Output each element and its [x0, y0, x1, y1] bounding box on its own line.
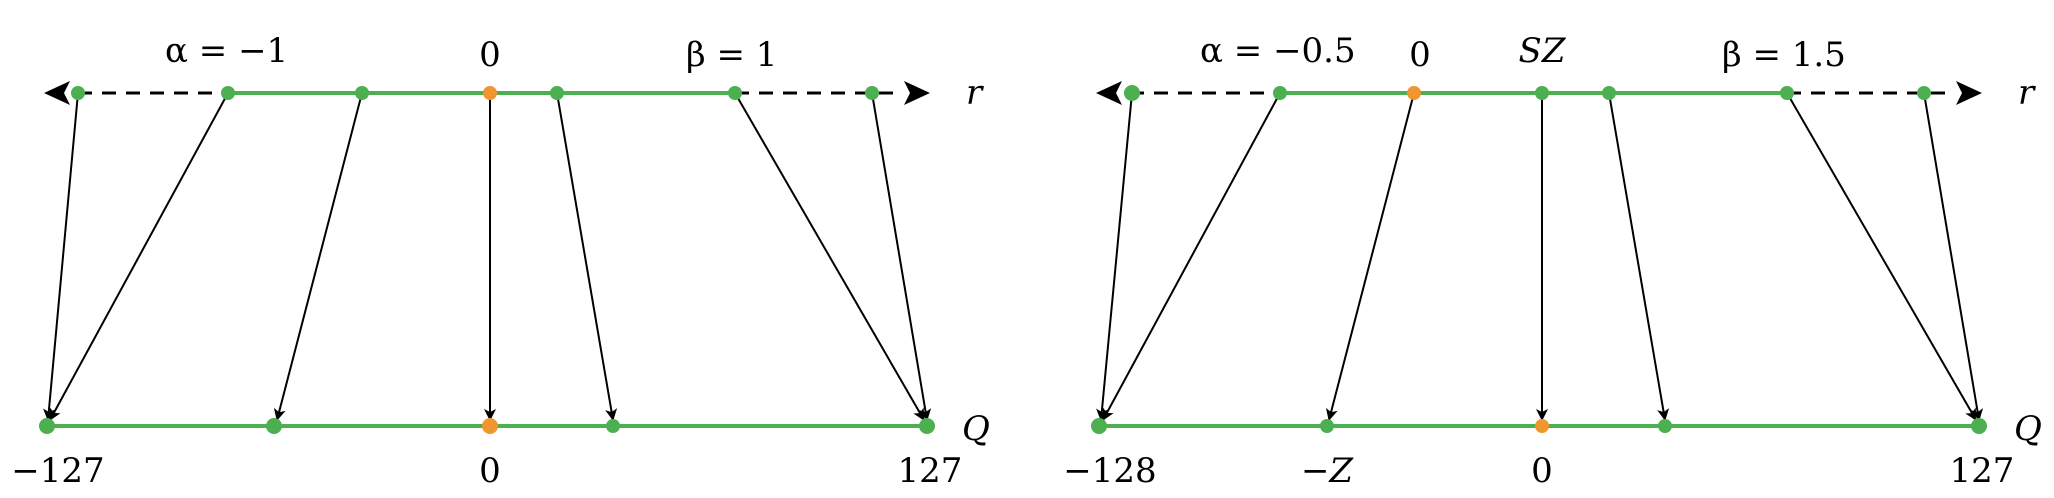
right-r-point-sz — [1535, 86, 1549, 100]
right-zero-top-label: 0 — [1409, 35, 1431, 75]
left-q-axis-label: Q — [962, 409, 990, 449]
left-arrow-2 — [49, 92, 229, 421]
left-arrow-1 — [43, 92, 79, 421]
right-arrow-1 — [1096, 92, 1133, 421]
right-q-max-label: 127 — [1950, 451, 2015, 491]
right-panel-asymmetric: α = −0.5 0 SZ β = 1.5 r Q −128 −Z 0 127 — [1063, 31, 2042, 491]
left-zero-top-label: 0 — [479, 35, 501, 75]
left-q-min-label: −127 — [11, 451, 104, 491]
left-r-point-4 — [550, 86, 564, 100]
left-q-max-label: 127 — [898, 451, 963, 491]
left-r-point-alpha — [221, 86, 235, 100]
left-r-point-zero — [483, 86, 497, 100]
left-r-point-beta — [728, 86, 742, 100]
right-arrow-5 — [1608, 92, 1670, 421]
right-r-point-5 — [1602, 86, 1616, 100]
left-arrow-7 — [871, 92, 932, 421]
left-q-point-2 — [266, 418, 282, 434]
left-arrow-5 — [556, 92, 618, 421]
right-q-point-zero — [1535, 419, 1549, 433]
left-q-point-max — [919, 418, 935, 434]
right-q-point-max — [1971, 418, 1987, 434]
left-r-point-outlier-high — [865, 86, 879, 100]
right-r-axis-label: r — [2018, 73, 2036, 113]
right-arrow-6 — [1786, 92, 1977, 421]
left-r-axis-arrowhead-right — [904, 81, 930, 105]
right-r-point-alpha — [1273, 86, 1287, 100]
right-r-point-outlier-high — [1917, 86, 1931, 100]
left-mapping-arrows — [43, 92, 932, 421]
left-q-point-min — [39, 418, 55, 434]
left-r-point-2 — [355, 86, 369, 100]
left-q-zero-label: 0 — [479, 451, 501, 491]
right-q-point-negz — [1320, 419, 1334, 433]
left-r-point-outlier-low — [71, 86, 85, 100]
left-alpha-label: α = −1 — [165, 31, 288, 71]
right-r-point-beta — [1780, 86, 1794, 100]
right-mapping-arrows — [1096, 92, 1984, 421]
right-q-zero-label: 0 — [1531, 451, 1553, 491]
right-r-axis-arrowhead-right — [1956, 81, 1982, 105]
right-alpha-label: α = −0.5 — [1200, 31, 1356, 71]
right-beta-label: β = 1.5 — [1722, 35, 1846, 75]
right-q-axis-label: Q — [2014, 409, 2042, 449]
right-q-negz-label: −Z — [1301, 451, 1354, 491]
left-r-axis-arrowhead-left — [44, 81, 70, 105]
right-q-min-label: −128 — [1063, 451, 1156, 491]
left-q-point-zero — [482, 418, 498, 434]
right-r-point-zero — [1407, 86, 1421, 100]
right-arrow-7 — [1923, 92, 1984, 421]
left-panel-symmetric: α = −1 0 β = 1 r Q −127 0 127 — [11, 31, 990, 491]
right-q-point-min — [1091, 418, 1107, 434]
left-r-axis-label: r — [966, 73, 984, 113]
right-sz-label: SZ — [1519, 31, 1567, 71]
left-beta-label: β = 1 — [686, 35, 777, 75]
right-r-axis-arrowhead-left — [1096, 81, 1122, 105]
right-r-point-outlier-low — [1124, 85, 1140, 101]
left-arrow-6 — [734, 92, 925, 421]
left-arrow-3 — [273, 92, 363, 421]
left-q-point-4 — [606, 419, 620, 433]
right-q-point-4 — [1658, 419, 1672, 433]
right-arrow-2 — [1102, 92, 1281, 421]
right-arrow-3 — [1325, 92, 1415, 421]
